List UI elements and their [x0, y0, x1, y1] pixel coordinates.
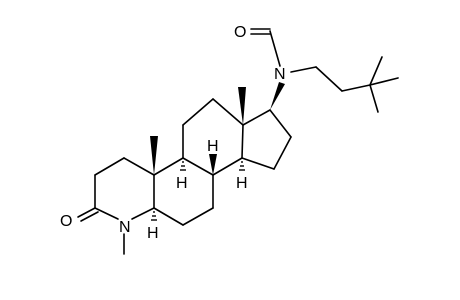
formyl-group — [250, 28, 281, 67]
bond-c13-c12 — [212, 98, 244, 126]
bond-c5-c6 — [153, 207, 184, 226]
bond-c8-c14 — [212, 157, 243, 176]
hash-h5 — [151, 211, 157, 221]
bond-n4-c5 — [131, 207, 155, 220]
bond-c16-c15 — [273, 136, 292, 170]
atom-label-oxygen-lactam: O — [60, 213, 72, 230]
bond-c10-c1 — [123, 157, 155, 176]
bond-ch2-ch2 — [315, 66, 343, 92]
ring-d — [241, 109, 292, 170]
wedge-c10-methyl — [150, 136, 158, 175]
bond-c9-c10 — [153, 157, 184, 176]
bond-n-ch2 — [290, 66, 317, 73]
atom-label-nitrogen-lactam: N — [119, 219, 131, 236]
bond-cq-me1 — [369, 56, 383, 86]
hash-h14 — [239, 161, 245, 171]
bond-c3-o-a — [77, 207, 96, 218]
ring-a — [94, 157, 155, 220]
bond-c17-c16 — [269, 109, 292, 138]
bond-c3-o-b — [80, 211, 99, 222]
bond-c9-c8 — [182, 157, 214, 176]
dimethylbutyl-chain — [290, 56, 399, 113]
bond-cq-me2 — [369, 77, 399, 86]
atom-label-h8: H — [207, 138, 219, 155]
ring-b — [153, 157, 214, 226]
bond-c14-c13 — [241, 124, 244, 159]
atom-label-h5: H — [147, 225, 159, 242]
atom-label-h9: H — [176, 175, 188, 192]
bond-formyl-c-n — [269, 30, 281, 67]
ring-c — [182, 98, 244, 176]
bond-c15-c14 — [241, 157, 275, 170]
bond-c3-n4 — [94, 207, 119, 220]
bond-cq-me3 — [369, 84, 379, 113]
bond-ch2-cq — [341, 84, 371, 92]
atom-label-nitrogen-amide: N — [274, 66, 286, 83]
atom-label-h14: H — [236, 175, 248, 192]
wedge-c13-methyl — [238, 87, 246, 125]
wedge-c17-n — [270, 82, 285, 110]
bond-c6-c7 — [182, 207, 214, 226]
bond-c1-c2 — [94, 157, 125, 176]
wedge-h8 — [209, 154, 217, 175]
bond-c13-c17 — [242, 109, 271, 126]
hash-h9 — [180, 161, 186, 171]
atom-label-oxygen-formyl: O — [234, 24, 246, 41]
bond-c12-c11 — [182, 98, 214, 126]
